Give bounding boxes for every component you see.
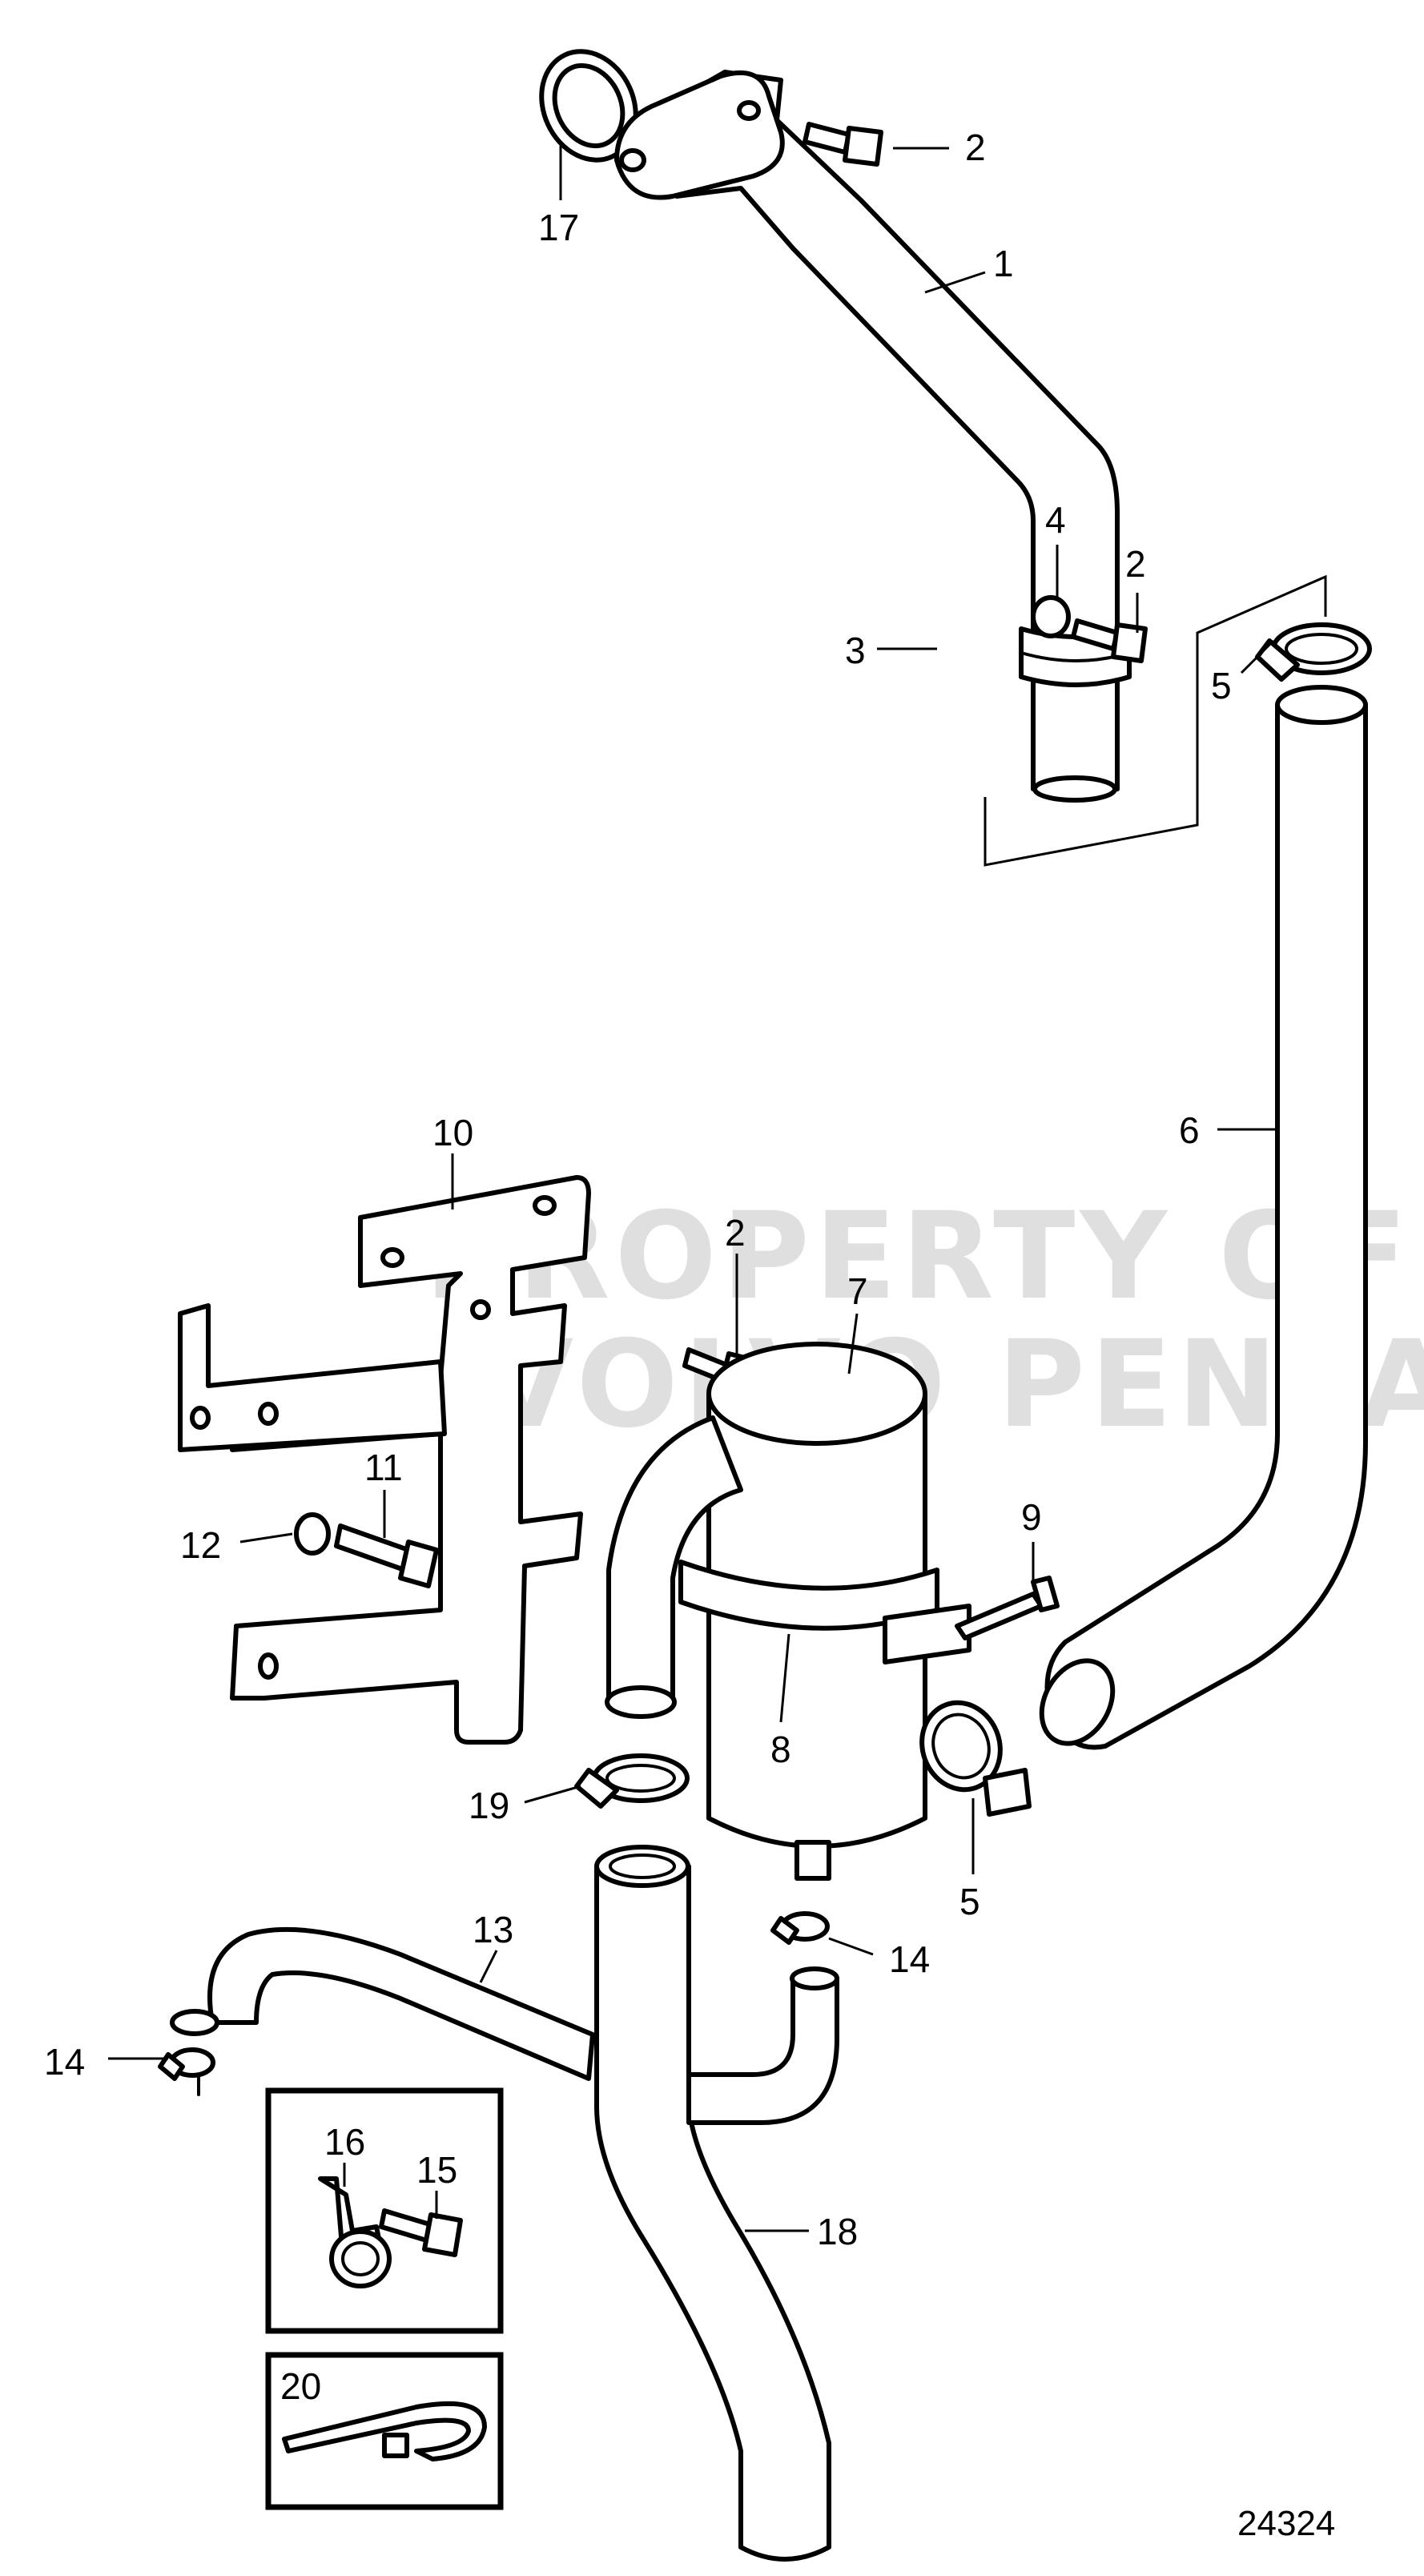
screw-part-9 (955, 1576, 1060, 1640)
callout-6: 6 (1179, 1109, 1200, 1151)
callout-11: 11 (364, 1447, 403, 1488)
callout-13: 13 (473, 1909, 513, 1950)
leader-lines (108, 144, 1277, 2232)
pipe-part-1 (614, 70, 1120, 803)
o-ring-part-17 (539, 49, 638, 163)
washer-part-12 (294, 1512, 331, 1556)
diagram-reference-number: 24324 (1237, 2504, 1335, 2543)
callout-5-lower: 5 (959, 1881, 980, 1922)
callout-20: 20 (280, 2365, 321, 2407)
callout-4: 4 (1045, 499, 1066, 541)
hose-clamp-part-19 (574, 1753, 690, 1809)
small-clamp-part-14-right (770, 1911, 830, 1945)
callout-14-left: 14 (44, 2041, 85, 2083)
callout-15: 15 (416, 2149, 457, 2191)
connection-line-pipe-hose (984, 574, 1327, 867)
callout-12: 12 (180, 1524, 221, 1566)
watermark: PROPERTY OF VOLVO PENTA (424, 1187, 1424, 1455)
callout-2-top: 2 (965, 127, 986, 168)
canister-outlet-hose (605, 1415, 743, 1719)
hose-part-18 (594, 1845, 831, 2562)
callout-8: 8 (770, 1729, 791, 1770)
callout-2-bracket: 2 (725, 1212, 746, 1254)
hose-clamp-part-5-upper (1255, 622, 1372, 682)
inset-box-clip-screw (265, 2087, 504, 2334)
watermark-line-2: VOLVO PENTA (481, 1315, 1424, 1455)
callout-7: 7 (847, 1270, 868, 1312)
callout-5-upper: 5 (1211, 665, 1232, 706)
callout-16: 16 (324, 2121, 365, 2163)
callout-19: 19 (469, 1785, 509, 1826)
callout-9: 9 (1021, 1496, 1042, 1538)
hose-clamp-part-5-lower (919, 1700, 1032, 1817)
bracket-part-10 (178, 1175, 591, 1745)
inset-box-cable-tie (265, 2352, 504, 2510)
small-clamp-part-14-left (158, 2047, 215, 2096)
callout-14-right: 14 (889, 1938, 930, 1980)
bolt-part-2-lower (1031, 595, 1148, 663)
strap-part-8 (678, 1560, 971, 1664)
bolt-part-11 (334, 1523, 439, 1588)
branch-hose (686, 1966, 839, 2125)
callout-18: 18 (817, 2211, 858, 2252)
callout-2-pipe: 2 (1125, 543, 1146, 585)
callout-10: 10 (432, 1112, 473, 1153)
callout-1: 1 (993, 243, 1014, 284)
canister-part-7 (706, 1342, 927, 1881)
callout-3: 3 (845, 630, 866, 671)
callout-labels: 17 2 1 4 2 3 5 6 10 2 7 9 11 12 8 19 5 1… (44, 127, 1232, 2407)
bolt-part-2-top (803, 122, 883, 167)
callout-17: 17 (538, 207, 579, 248)
hose-part-6 (1039, 685, 1368, 1750)
hose-part-13 (170, 1926, 595, 2081)
